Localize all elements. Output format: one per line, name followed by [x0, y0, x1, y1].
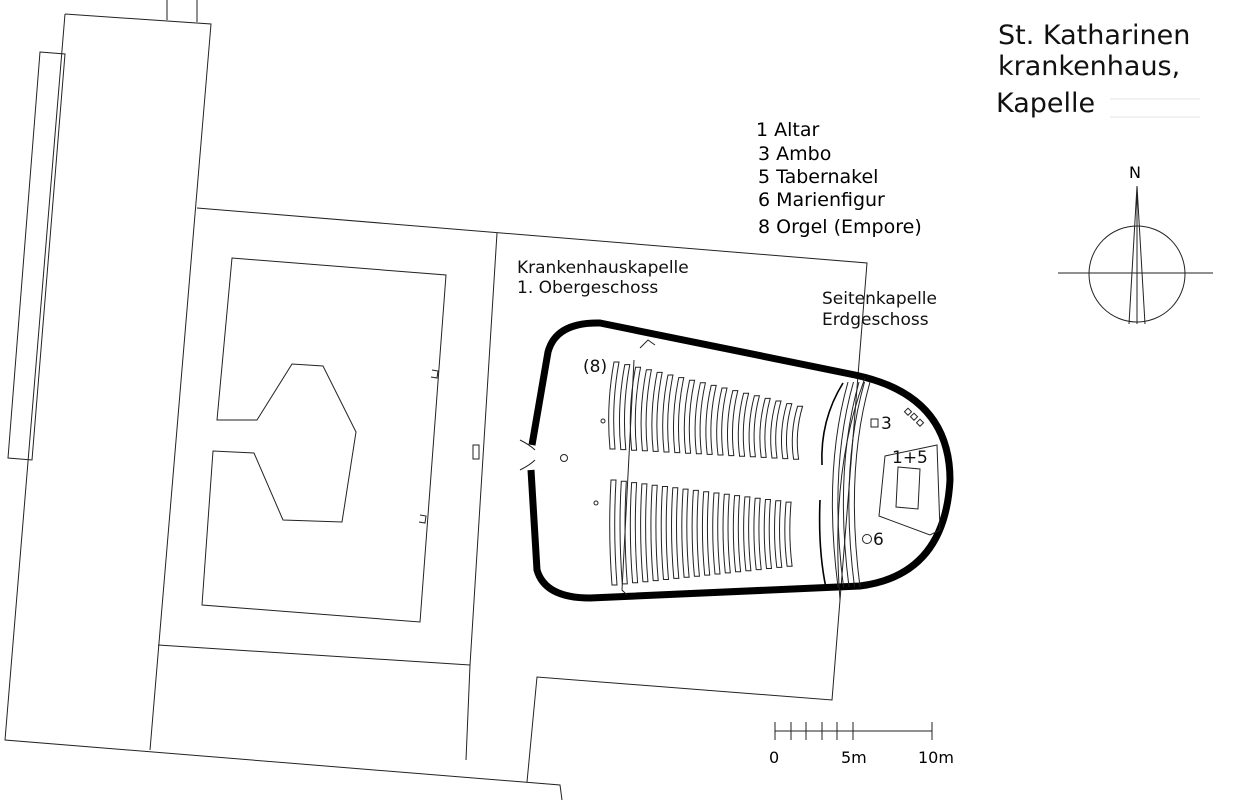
pew — [660, 486, 670, 580]
altar-platform — [878, 444, 941, 536]
pew — [748, 395, 761, 458]
pew — [671, 487, 680, 579]
pew — [759, 397, 771, 458]
step — [837, 381, 854, 588]
step — [842, 381, 860, 588]
wall — [469, 232, 498, 666]
scale-label: 5m — [841, 748, 867, 767]
pew — [716, 387, 728, 456]
pew — [629, 366, 642, 451]
side-strip — [7, 51, 66, 461]
step — [853, 381, 871, 588]
pew — [791, 405, 804, 460]
mary-statue-icon — [862, 534, 872, 544]
pew — [732, 495, 742, 573]
north-arrow-icon: N — [1058, 163, 1213, 325]
pew — [651, 371, 663, 452]
pew — [640, 483, 649, 583]
pew — [694, 382, 707, 455]
pillar — [472, 444, 480, 460]
pew — [737, 392, 750, 457]
side-chapel-line — [837, 377, 866, 601]
pew — [743, 496, 752, 572]
wall — [465, 664, 471, 761]
legend-item: 5 Tabernakel — [758, 166, 878, 188]
west-wing-outline — [4, 13, 563, 800]
pew — [763, 499, 773, 569]
chapel-label: Krankenhauskapelle — [517, 258, 689, 278]
notch — [418, 514, 427, 524]
candles-icon — [903, 407, 925, 427]
chapel-wall — [527, 319, 954, 602]
title-line: krankenhaus, — [998, 51, 1180, 82]
courtyard — [201, 257, 447, 623]
pew — [726, 390, 739, 457]
title-line: Kapelle — [996, 88, 1095, 119]
pew — [662, 374, 674, 453]
step — [821, 382, 844, 466]
door-icon — [519, 439, 536, 471]
pew — [701, 491, 711, 576]
legend-item: 6 Marienfigur — [758, 189, 885, 211]
gallery-line — [621, 359, 635, 596]
step — [848, 381, 865, 588]
wall — [157, 644, 471, 666]
title-line: St. Katharinen — [998, 20, 1190, 51]
pew — [681, 488, 690, 578]
pew — [608, 361, 620, 450]
pew — [609, 479, 618, 586]
pew — [712, 492, 721, 575]
altar-steps — [831, 381, 871, 588]
courtyard-wing — [196, 207, 868, 783]
pew — [672, 377, 685, 454]
scale-bar: 0 5m 10m — [769, 722, 954, 767]
pew — [650, 484, 659, 582]
pew — [618, 364, 631, 451]
pew — [683, 379, 696, 454]
column — [593, 500, 599, 506]
pew — [770, 400, 782, 459]
pew — [619, 480, 628, 585]
wall-detail — [639, 339, 656, 349]
surrounding-buildings — [4, 0, 868, 800]
pew — [784, 501, 793, 567]
legend-item: 3 Ambo — [758, 143, 831, 165]
side-chapel-label: Seitenkapelle — [822, 289, 937, 309]
column — [600, 418, 606, 424]
legend: 1 Altar 3 Ambo 5 Tabernakel 6 Marienfigu… — [756, 119, 922, 238]
chapel-floor-label: 1. Obergeschoss — [517, 278, 658, 298]
scale-label: 0 — [769, 748, 779, 767]
ambo-icon — [870, 418, 879, 428]
pew — [705, 384, 717, 455]
scale-label: 10m — [918, 748, 954, 767]
pews — [608, 361, 804, 586]
organ-label: (8) — [583, 357, 607, 377]
altar-icon — [895, 466, 921, 510]
title: St. Katharinen krankenhaus, Kapelle — [996, 20, 1200, 119]
north-label: N — [1129, 163, 1141, 182]
legend-item: 8 Orgel (Empore) — [758, 216, 922, 238]
pew — [640, 369, 653, 452]
mary-label: 6 — [873, 530, 884, 550]
pew — [691, 489, 700, 577]
chapel: (8) 3 1+5 6 — [519, 319, 954, 602]
pew — [774, 500, 783, 568]
pew — [722, 493, 731, 574]
notch — [430, 369, 439, 379]
ambo-label: 3 — [881, 414, 892, 434]
column — [560, 454, 568, 462]
side-chapel-floor-label: Erdgeschoss — [822, 310, 929, 330]
pew — [753, 497, 762, 571]
step — [831, 381, 849, 588]
pew — [629, 482, 639, 584]
west-wing — [64, 13, 212, 751]
step — [818, 499, 827, 589]
legend-item: 1 Altar — [756, 119, 819, 141]
pew — [780, 403, 793, 460]
altar-label: 1+5 — [892, 448, 928, 468]
